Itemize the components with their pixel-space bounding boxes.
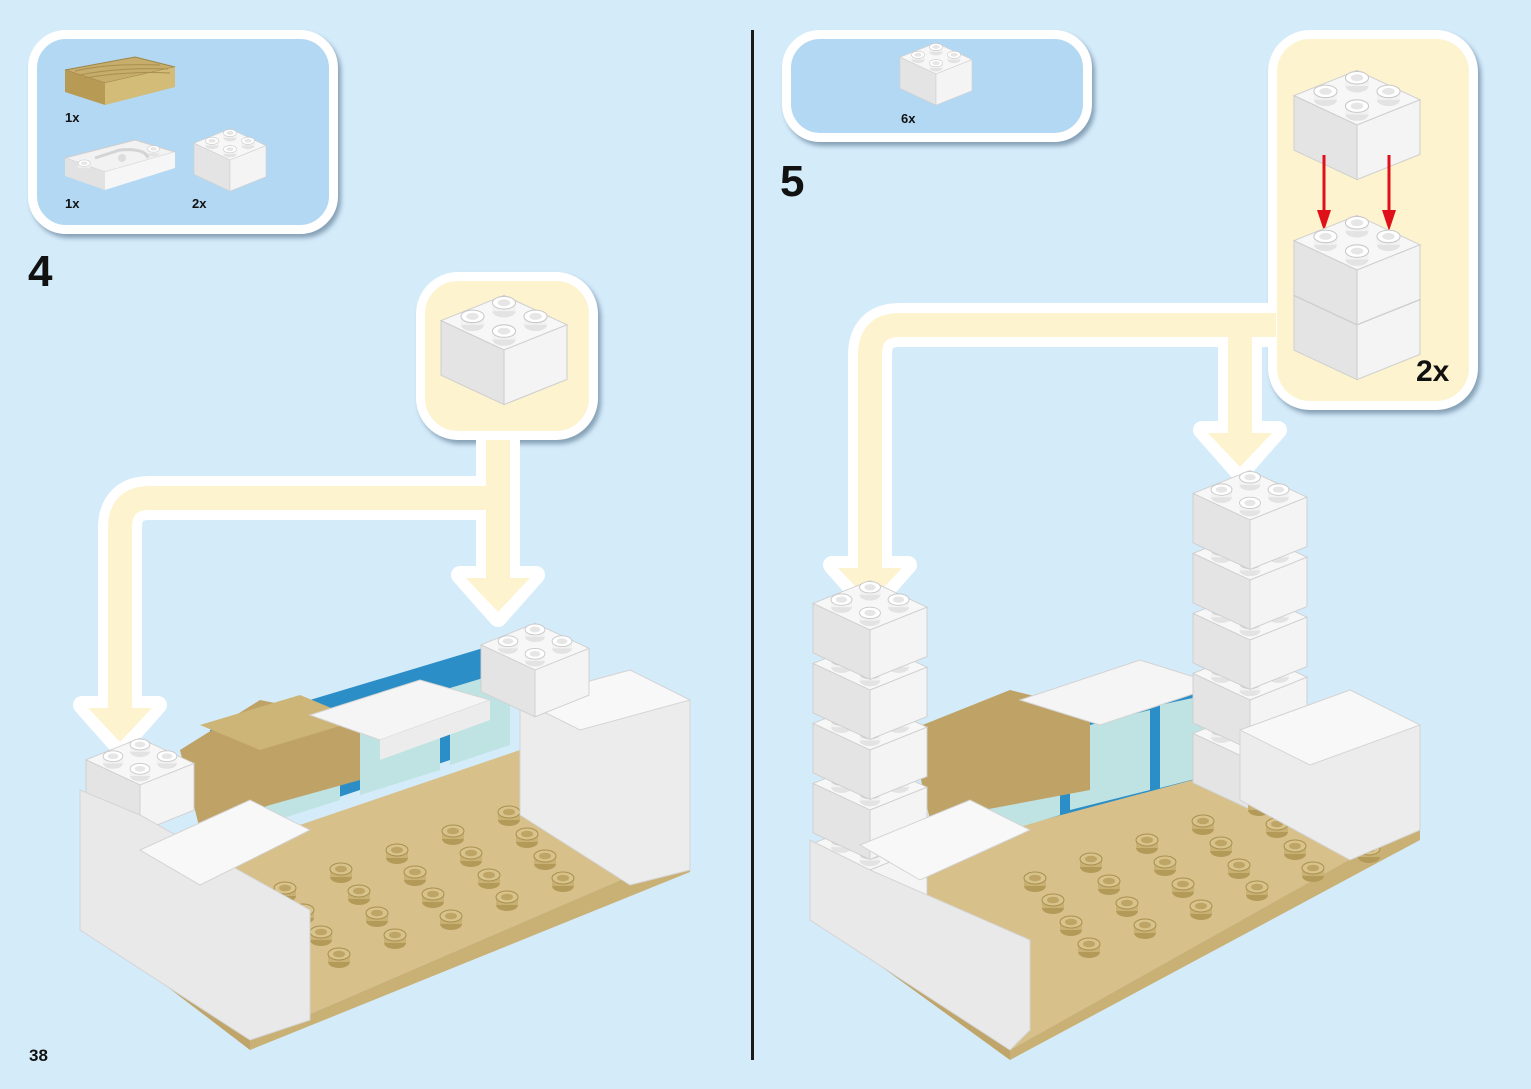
base-stud	[1023, 871, 1047, 893]
parts-list-step-4	[28, 30, 338, 234]
base-stud	[1133, 918, 1157, 940]
model-step-4	[79, 600, 692, 1050]
step-number: 5	[780, 157, 805, 206]
base-stud	[327, 947, 351, 969]
base-stud	[1227, 858, 1251, 880]
base-stud	[383, 928, 407, 950]
white-sink-plate-icon	[63, 139, 177, 190]
base-stud	[1115, 896, 1139, 918]
base-stud	[347, 884, 371, 906]
base-stud	[1077, 937, 1101, 959]
base-stud	[403, 865, 427, 887]
step-number: 4	[28, 247, 53, 296]
base-stud	[477, 868, 501, 890]
base-stud	[1301, 861, 1325, 883]
part-quantity: 1x	[65, 196, 80, 211]
tan-wood-plate-icon	[64, 56, 176, 105]
base-stud	[515, 827, 539, 849]
page-divider	[751, 30, 754, 1060]
base-stud	[365, 906, 389, 928]
base-stud	[1153, 855, 1177, 877]
base-stud	[533, 849, 557, 871]
page-number: 38	[29, 1046, 48, 1065]
red-placement-arrow	[1317, 155, 1396, 231]
base-stud	[439, 909, 463, 931]
base-stud	[1041, 893, 1065, 915]
base-stud	[551, 871, 575, 893]
base-stud	[1079, 852, 1103, 874]
base-stud	[309, 925, 333, 947]
base-stud	[421, 887, 445, 909]
base-stud	[1171, 877, 1195, 899]
part-quantity: 6x	[901, 111, 916, 126]
part-quantity: 1x	[65, 110, 80, 125]
base-stud	[1059, 915, 1083, 937]
base-stud	[385, 843, 409, 865]
base-stud	[497, 805, 521, 827]
base-stud	[459, 846, 483, 868]
base-stud	[1245, 880, 1269, 902]
base-stud	[1209, 836, 1233, 858]
base-stud	[1189, 899, 1213, 921]
callout-arrow	[73, 440, 545, 757]
base-stud	[1097, 874, 1121, 896]
base-stud	[1135, 833, 1159, 855]
base-stud	[495, 890, 519, 912]
part-quantity: 2x	[192, 196, 207, 211]
base-stud	[1283, 839, 1307, 861]
model-step-5	[809, 470, 1422, 1060]
base-stud	[441, 824, 465, 846]
base-stud	[329, 862, 353, 884]
callout-quantity: 2x	[1416, 355, 1450, 388]
callout-arrow	[823, 303, 1287, 617]
base-stud	[1191, 814, 1215, 836]
